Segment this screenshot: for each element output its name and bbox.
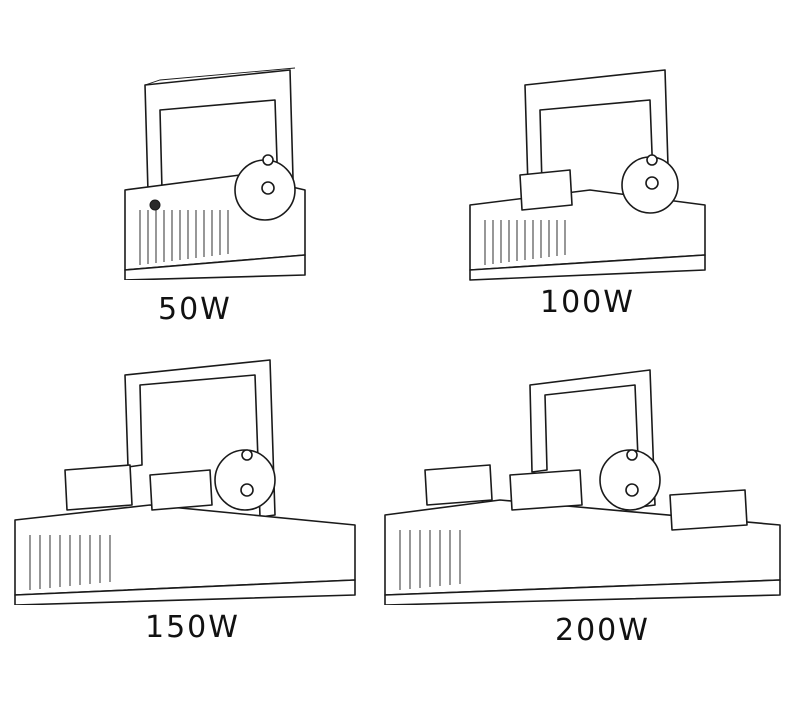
caption-50w: 50W xyxy=(158,292,232,327)
panel-50w: 50W xyxy=(100,40,330,340)
caption-200w: 200W xyxy=(555,613,650,648)
panel-200w: 200W xyxy=(380,355,790,655)
floodlight-150w-drawing xyxy=(10,355,370,605)
caption-150w: 150W xyxy=(145,610,240,645)
panel-150w: 150W xyxy=(10,355,370,655)
floodlight-100w-drawing xyxy=(460,55,720,285)
caption-100w: 100W xyxy=(540,285,635,320)
floodlight-50w-drawing xyxy=(100,40,330,280)
floodlight-200w-drawing xyxy=(380,355,790,605)
panel-100w: 100W xyxy=(460,55,720,330)
